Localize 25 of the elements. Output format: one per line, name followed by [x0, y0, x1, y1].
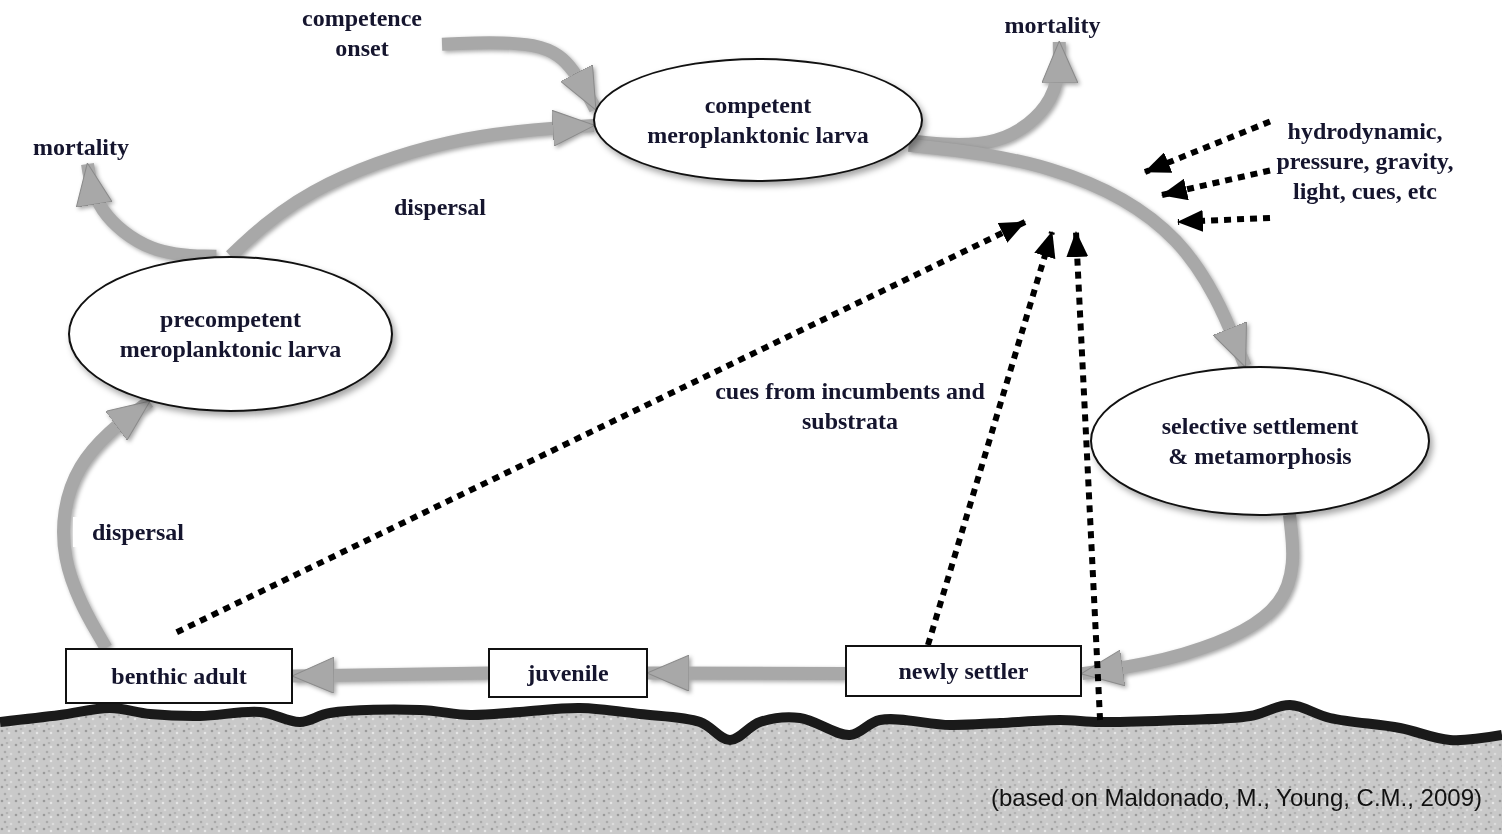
seafloor-drawing — [0, 700, 1502, 834]
stage-box — [65, 648, 293, 704]
arrow — [75, 162, 217, 263]
dotted-arrow — [925, 231, 1056, 646]
dotted-arrow — [1161, 167, 1271, 201]
node-label: hydrodynamic, pressure, gravity, light, cues, etc — [1270, 82, 1460, 240]
caption: (based on Maldonado, M., Young, C.M., 2009) — [991, 784, 1482, 812]
node-label: juvenile — [527, 659, 609, 688]
node-label: mortality — [985, 8, 1120, 42]
dotted-arrow — [1143, 118, 1272, 175]
node-label: benthic adult — [111, 662, 247, 691]
note-label: cues from incumbents and substrata — [714, 377, 986, 436]
node-label: precompetent meroplanktonic larva — [118, 305, 343, 364]
node-label: competent meroplanktonic larva — [646, 91, 870, 150]
arrow — [908, 138, 1252, 369]
stage-box — [845, 645, 1082, 697]
dotted-arrow — [1066, 231, 1104, 721]
dotted-arrow — [1177, 209, 1271, 232]
arrow — [441, 36, 602, 113]
node-label: competence onset — [282, 2, 442, 64]
node-label: selective settlement & metamorphosis — [1160, 412, 1360, 471]
node-label: mortality — [16, 130, 146, 164]
dotted-arrow — [175, 219, 1027, 636]
stage-box — [488, 648, 648, 698]
node-label: newly settler — [898, 657, 1029, 686]
